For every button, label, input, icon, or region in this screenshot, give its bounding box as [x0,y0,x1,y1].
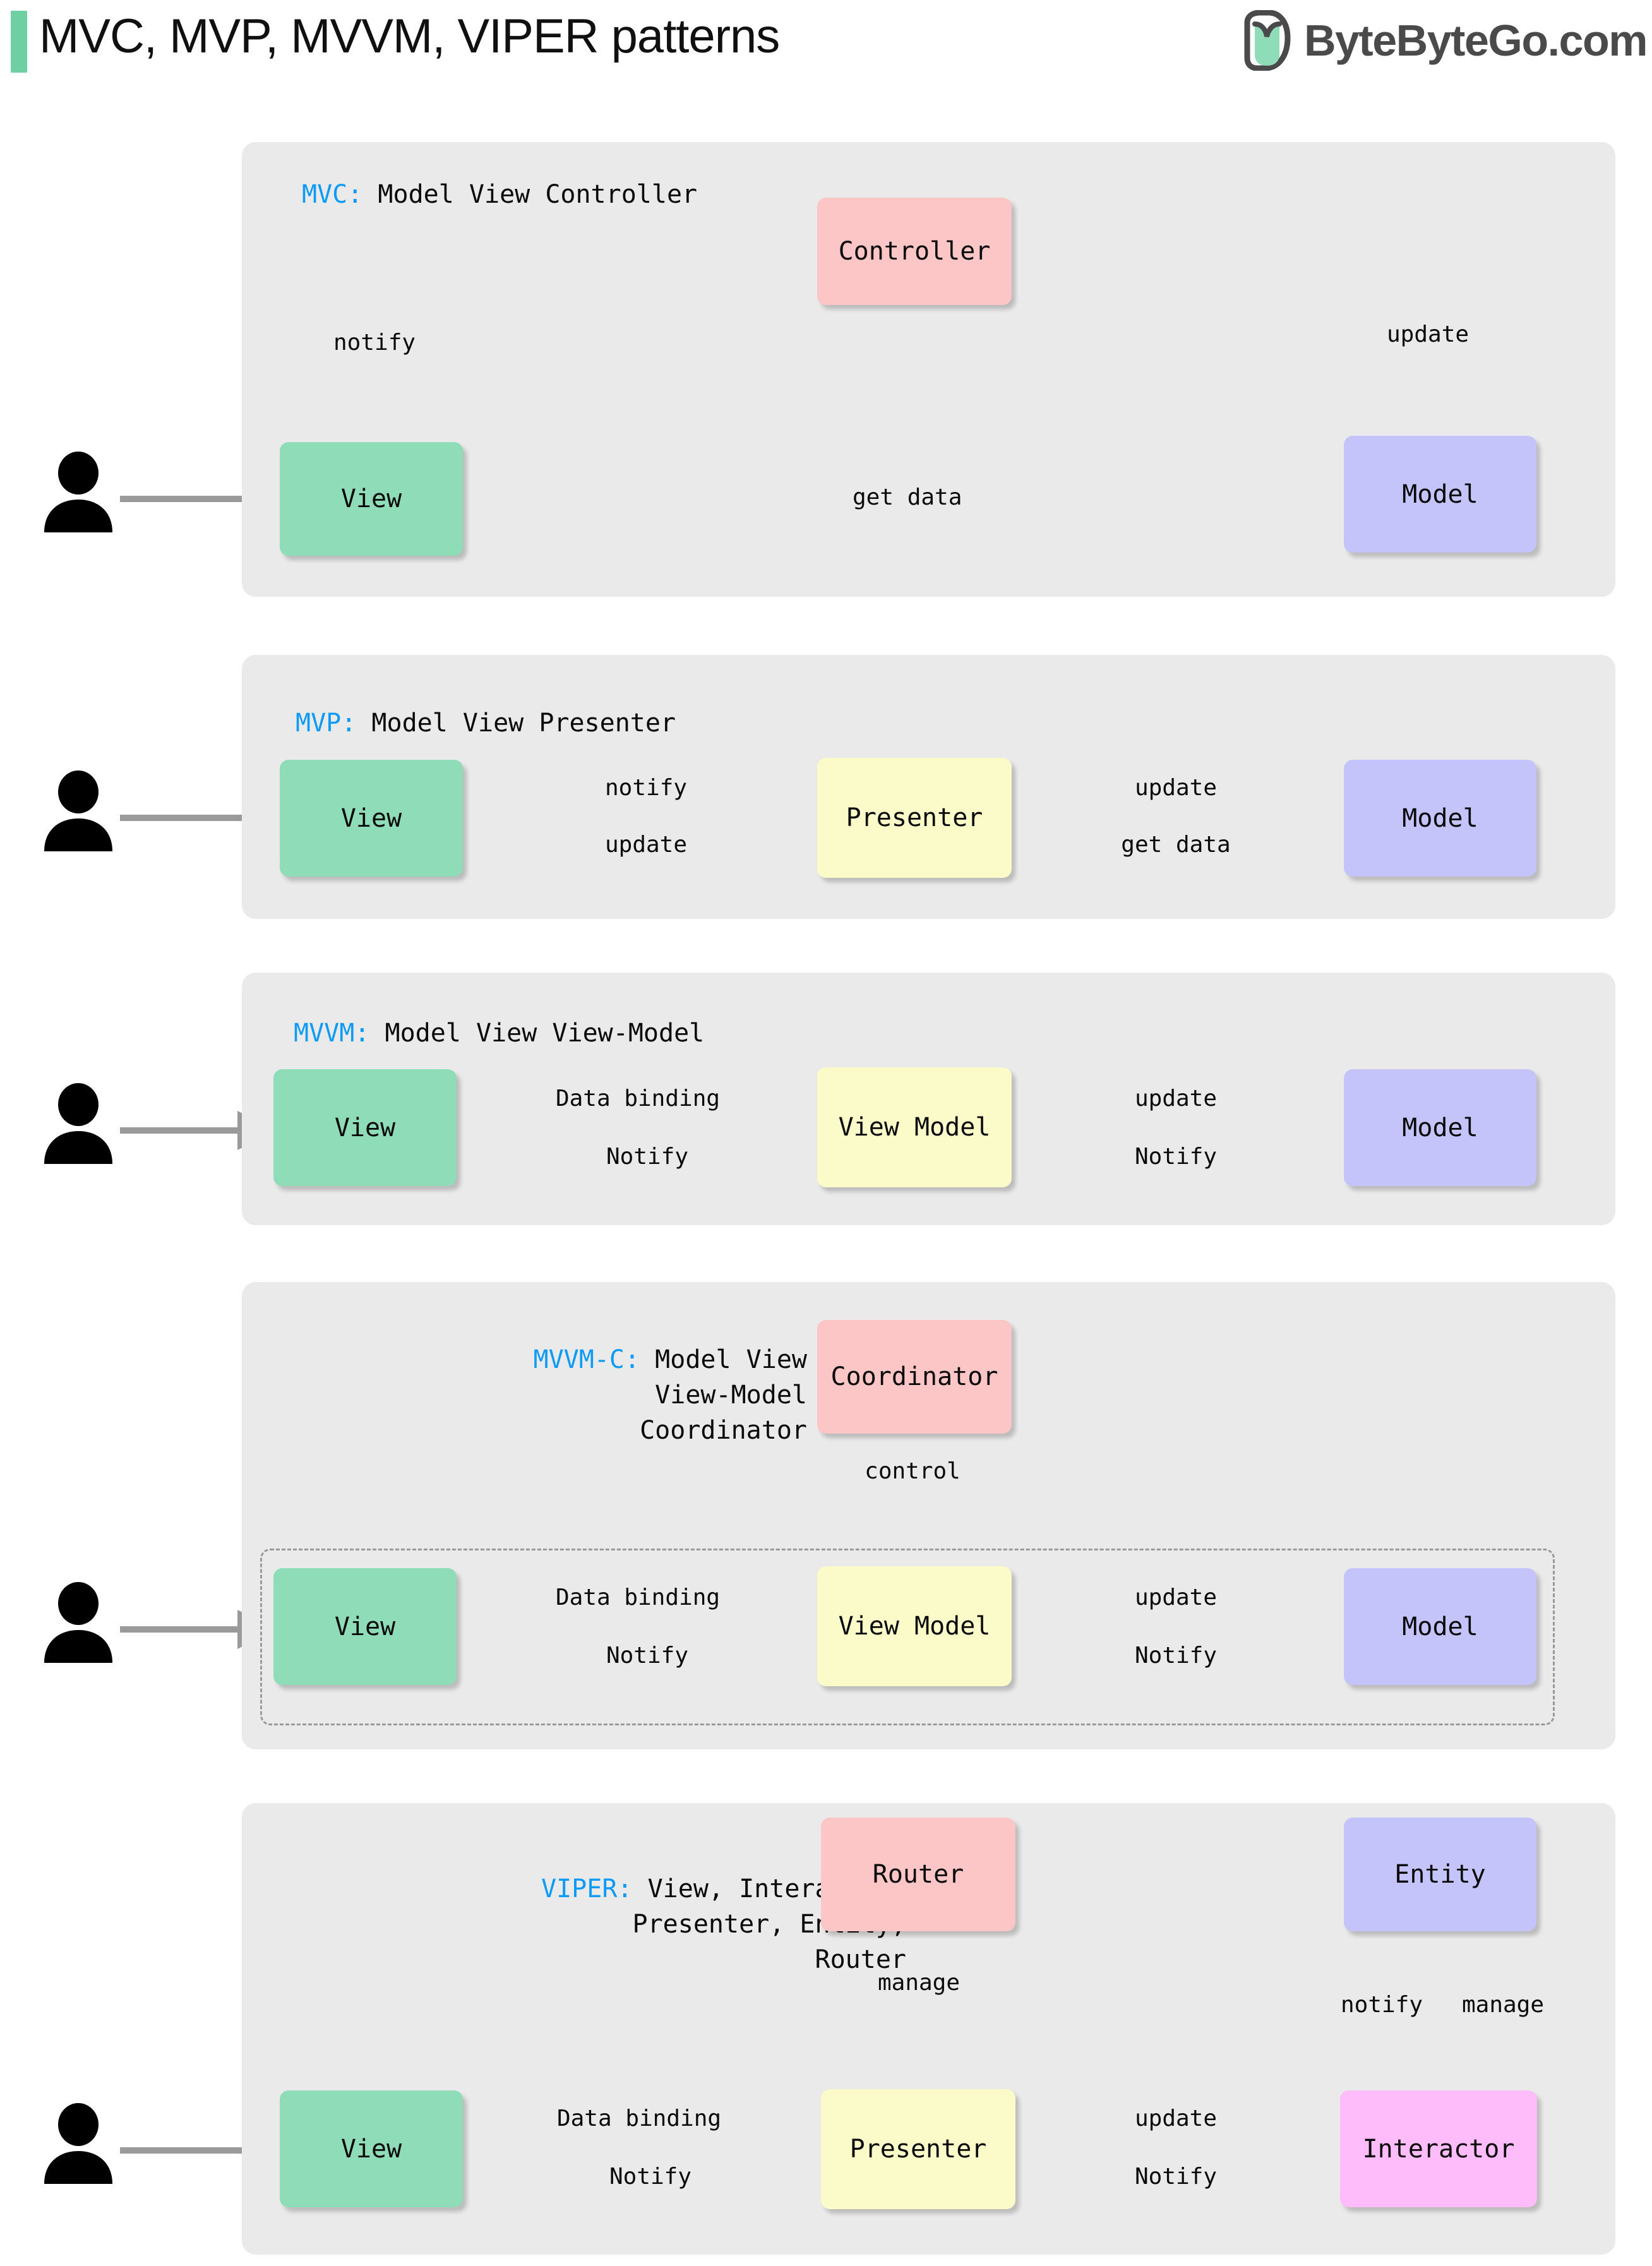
panel-subtitle-mvvm: Model View View-Model [369,1019,705,1048]
node-label: Coordinator [830,1362,998,1391]
bytebytego-leaf-logo-icon [1244,10,1291,71]
edge-label-data-binding-mvvm: Data binding [549,1085,727,1113]
panel-subtitle-mvvmc-l1: Model View [640,1345,807,1374]
brand: ByteByteGo.com [1241,8,1648,73]
panel-subtitle-mvp: Model View Presenter [356,709,676,738]
edge-label-notify-mvp: notify [598,774,694,802]
node-coordinator-mvvmc[interactable]: Coordinator [817,1320,1012,1434]
accent-bar [11,11,27,73]
person-icon-mvvmc [43,1582,114,1663]
node-label: View Model [838,1113,991,1142]
node-label: View [340,803,402,833]
edge-label-update-mvvm: update [1128,1085,1224,1113]
edge-label-notify-right-mvvm: Notify [1127,1143,1225,1171]
node-model-mvvm[interactable]: Model [1344,1069,1536,1186]
edge-label-update-back-mvp: update [598,831,694,859]
node-label: Entity [1394,1860,1486,1889]
mvvmc-module-group [260,1549,1555,1725]
node-view-mvvmc[interactable]: View [273,1568,457,1685]
node-label: View [340,484,402,513]
person-icon [44,2103,112,2184]
person-icon [44,1083,112,1164]
node-model-mvp[interactable]: Model [1344,760,1536,877]
node-label: Model [1402,479,1478,509]
edge-label-update-mvp: update [1128,774,1224,802]
node-label: Presenter [846,803,983,832]
person-icon-mvvm [43,1083,114,1164]
node-label: View [334,1612,396,1641]
node-presenter-viper[interactable]: Presenter [821,2089,1015,2209]
person-icon-mvp [43,770,114,851]
edge-label-notify-left-mvvmc: Notify [598,1642,697,1670]
panel-key-mvc: MVC: [302,180,363,209]
panel-key-mvp: MVP: [296,709,357,738]
node-model-mvc[interactable]: Model [1344,436,1536,553]
person-icon [44,1582,112,1663]
edge-label-control-mvvmc: control [856,1458,969,1485]
edge-label-notify-entity-viper: notify [1335,1991,1428,2019]
node-label: Model [1402,803,1478,833]
panel-subtitle-mvvmc-l2: View-Model [655,1381,807,1410]
edge-label-notify-left-viper: Notify [601,2163,700,2191]
panel-subtitle-mvc: Model View Controller [362,180,698,209]
edge-label-update-mvvmc: update [1128,1584,1224,1612]
node-label: Controller [838,237,991,266]
node-label: Router [872,1860,964,1889]
panel-title-viper: VIPER: View, Interactor,Presenter, Entit… [267,1871,906,1977]
person-icon-mvc [43,452,114,532]
edge-label-manage-entity-viper: manage [1456,1991,1550,2019]
node-view-viper[interactable]: View [280,2090,463,2207]
edge-label-notify-right-viper: Notify [1127,2163,1225,2191]
node-viewmodel-mvvm[interactable]: View Model [817,1067,1012,1187]
node-label: Presenter [849,2135,987,2164]
edge-label-notify-left-mvvm: Notify [598,1143,697,1171]
edge-label-notify-right-mvvmc: Notify [1127,1642,1225,1670]
node-entity-viper[interactable]: Entity [1344,1818,1536,1931]
node-view-mvvm[interactable]: View [273,1069,457,1186]
panel-subtitle-mvvmc-l3: Coordinator [640,1416,807,1445]
node-view-mvc[interactable]: View [280,442,463,556]
node-controller-mvc[interactable]: Controller [817,198,1012,305]
panel-title-mvvm: MVVM: Model View View-Model [294,1016,704,1051]
node-model-mvvmc[interactable]: Model [1344,1568,1536,1685]
edge-label-data-binding-mvvmc: Data binding [549,1584,727,1612]
node-viewmodel-mvvmc[interactable]: View Model [817,1566,1012,1686]
edge-label-notify-mvc: notify [333,330,416,356]
node-label: View [340,2134,402,2164]
person-icon-viper [43,2103,114,2184]
person-icon [44,452,112,532]
node-label: Model [1402,1113,1478,1142]
node-label: Model [1402,1612,1478,1641]
person-icon [44,770,112,851]
panel-key-mvvmc: MVVM-C: [533,1345,640,1374]
node-router-viper[interactable]: Router [821,1818,1015,1931]
edge-label-get-data-mvc: get data [853,484,962,510]
panel-title-mvp: MVP: Model View Presenter [296,705,676,741]
edge-label-get-data-mvp: get data [1115,831,1237,859]
edge-label-update-viper: update [1128,2105,1224,2133]
page-header: MVC, MVP, MVVM, VIPER patterns ByteByteG… [0,0,1652,88]
edge-label-update-mvc: update [1387,321,1469,347]
node-interactor-viper[interactable]: Interactor [1340,2090,1537,2207]
panel-key-mvvm: MVVM: [294,1019,370,1048]
edge-label-manage-router-viper: manage [868,1969,969,1997]
node-label: Interactor [1362,2134,1515,2164]
node-label: View Model [838,1612,991,1641]
page-title: MVC, MVP, MVVM, VIPER patterns [39,9,780,63]
panel-title-mvc: MVC: Model View Controller [302,177,697,212]
brand-name: ByteByteGo.com [1303,16,1648,65]
edge-label-data-binding-viper: Data binding [550,2105,728,2133]
node-view-mvp[interactable]: View [280,760,463,877]
node-presenter-mvp[interactable]: Presenter [817,758,1012,878]
panel-key-viper: VIPER: [541,1874,633,1903]
node-label: View [334,1113,396,1142]
